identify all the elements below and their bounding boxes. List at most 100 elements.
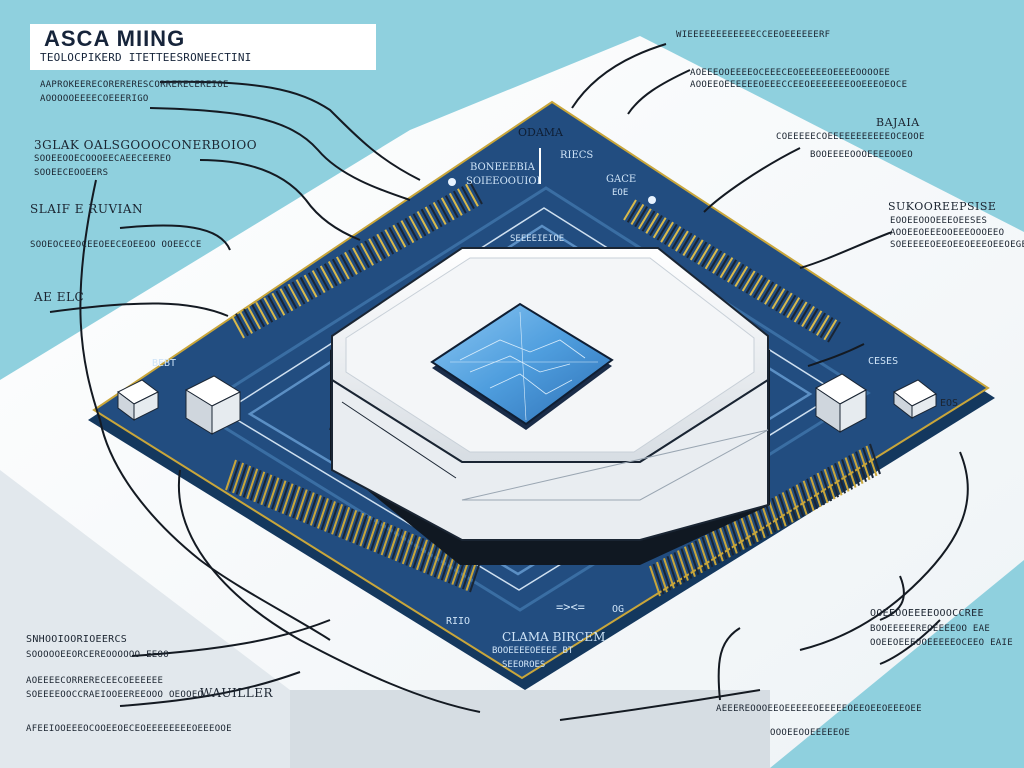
pin	[444, 195, 459, 219]
pin	[719, 257, 734, 279]
pin	[806, 478, 819, 510]
pin	[730, 263, 745, 285]
pin	[401, 533, 414, 565]
board-label-right-mid: CESES	[868, 356, 899, 367]
pin	[670, 554, 682, 585]
pin	[288, 486, 301, 517]
pin	[366, 518, 379, 550]
pin	[788, 488, 801, 519]
pin	[760, 281, 775, 303]
pin	[704, 248, 719, 270]
pin	[823, 468, 836, 500]
board-label-right: GACE	[606, 174, 637, 185]
pin	[645, 212, 660, 234]
capacitor-left-1	[117, 379, 159, 421]
pin	[243, 308, 257, 332]
pin	[774, 495, 787, 527]
callout-label-right-13: OOEEOEEEOOEEEEEOCEEO EAIE	[870, 638, 1013, 648]
pin	[315, 267, 330, 291]
pin	[725, 523, 738, 554]
pin	[267, 477, 280, 509]
pin	[782, 294, 797, 316]
pin	[652, 217, 667, 239]
pin	[734, 266, 749, 288]
pin	[313, 496, 326, 528]
pin	[452, 190, 467, 214]
pin	[785, 490, 798, 521]
pin	[348, 511, 361, 543]
pin	[760, 503, 773, 535]
pin	[745, 272, 760, 294]
pin-row-upper-right	[623, 199, 841, 343]
pin	[338, 506, 351, 538]
callout-label-left-4: SOOEEOOECOOOEECAEECEEREO	[34, 154, 172, 164]
pin	[680, 548, 693, 579]
pin	[816, 472, 829, 504]
pin	[278, 481, 290, 513]
pin	[380, 524, 393, 556]
pin	[775, 290, 789, 312]
pin	[309, 495, 322, 526]
pin	[331, 258, 346, 282]
pin	[671, 228, 686, 250]
pin	[792, 486, 805, 517]
pin	[412, 213, 427, 237]
pin	[440, 197, 455, 221]
pin	[753, 507, 766, 539]
board-label-right-edge: EOS	[940, 398, 959, 409]
pin	[279, 288, 294, 312]
pin	[231, 315, 245, 339]
pin	[756, 279, 771, 301]
pin	[687, 544, 700, 576]
pin	[398, 532, 411, 563]
board-label-right-b: EOE	[612, 188, 629, 198]
pin	[778, 494, 791, 525]
callout-label-right-1: WIEEEEEEEEEEEECCEEOEEEEEERF	[676, 30, 831, 40]
callout-label-left-6: SLAIF E RUVIAN	[30, 202, 144, 216]
pin	[781, 492, 794, 523]
pin	[830, 464, 843, 496]
pin	[428, 204, 443, 228]
pin	[372, 236, 387, 259]
pin	[697, 243, 712, 265]
callout-label-right-11: OOEEOOEEEEOOOCCREE	[870, 608, 984, 619]
pin	[364, 240, 378, 264]
pin	[767, 285, 782, 308]
pin	[767, 499, 780, 531]
pin	[689, 239, 704, 261]
silicon-die	[430, 302, 614, 430]
pin	[637, 208, 652, 230]
pin	[837, 461, 850, 492]
pin	[331, 504, 344, 535]
pin	[263, 475, 276, 507]
pin	[812, 312, 827, 334]
pin	[752, 277, 767, 299]
pin	[228, 461, 241, 492]
pin	[656, 219, 671, 241]
pin	[465, 560, 478, 591]
pin	[408, 536, 421, 568]
pin	[267, 295, 282, 319]
pin	[844, 457, 857, 488]
board-label-bottom-main: CLAMA BIRCEM	[502, 630, 606, 644]
pin	[387, 527, 400, 559]
title-panel	[30, 24, 376, 70]
board-label-ring: SEEEEIEIOE	[510, 234, 565, 244]
pin	[327, 502, 340, 534]
pin	[663, 557, 675, 589]
pin	[307, 272, 322, 296]
pin	[660, 221, 674, 243]
pin	[469, 181, 483, 205]
pin	[336, 256, 350, 280]
pin	[809, 476, 822, 508]
pin	[344, 251, 358, 275]
page-subtitle: TEOLOCPIKERD ITETTEESRONEECTINI	[40, 51, 252, 64]
pin	[235, 313, 249, 337]
pin	[675, 230, 689, 252]
pin	[239, 310, 253, 334]
callout-label-right-4: BAJAIA	[876, 116, 920, 129]
pin	[392, 224, 407, 248]
callout-label-left-10: SOOOOOEEORCEREOOOOOO EEOO	[26, 650, 169, 660]
